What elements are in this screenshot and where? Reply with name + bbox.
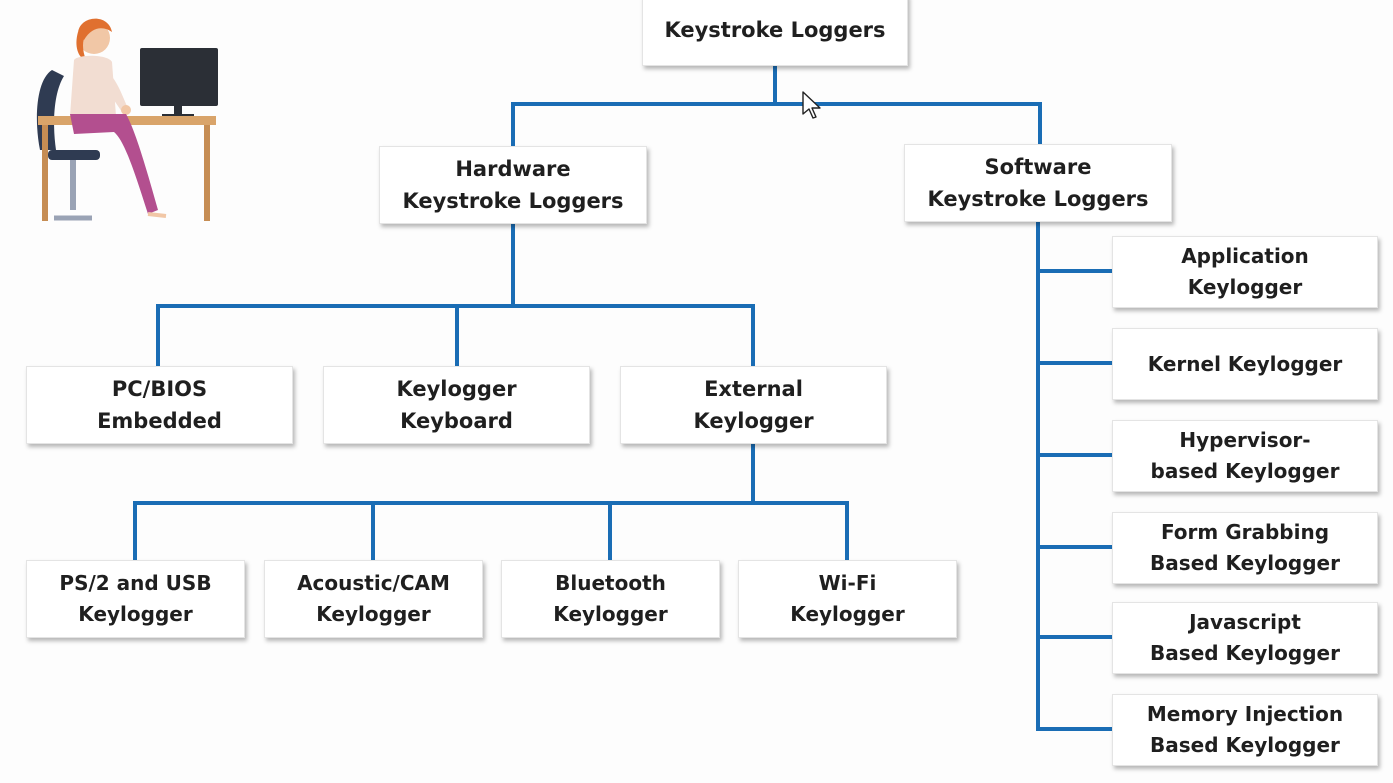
node-label-line: Based Keylogger	[1150, 641, 1340, 665]
node-label: Keystroke Loggers	[664, 14, 885, 46]
kernel-keylogger-node: Kernel Keylogger	[1112, 328, 1378, 400]
node-label-line: Keylogger	[790, 602, 905, 626]
node-label-line: Keylogger	[1187, 275, 1303, 299]
node-label-line: Acoustic/CAM	[297, 571, 450, 595]
node-label-line: Keylogger	[553, 602, 668, 626]
node-label-line: Wi-Fi	[818, 571, 877, 595]
node-label: Acoustic/CAM Keylogger	[297, 568, 450, 630]
node-label-line: Software	[984, 155, 1092, 179]
node-label-line: Keylogger	[693, 409, 814, 433]
root-node: Keystroke Loggers	[642, 0, 908, 66]
pc-bios-embedded-node: PC/BIOS Embedded	[26, 366, 293, 444]
node-label-line: Hardware	[455, 157, 571, 181]
acoustic-cam-keylogger-node: Acoustic/CAM Keylogger	[264, 560, 483, 638]
node-label-line: PC/BIOS	[111, 377, 208, 401]
node-label: PC/BIOS Embedded	[97, 373, 222, 437]
node-label: Hypervisor-based Keylogger	[1151, 425, 1340, 487]
node-label-line: based Keylogger	[1150, 459, 1340, 483]
node-label-line: Bluetooth	[555, 571, 666, 595]
node-label-line: Javascript	[1189, 610, 1301, 634]
node-label-line: Keystroke Loggers	[664, 18, 886, 42]
mouse-pointer-icon	[802, 91, 821, 119]
node-label-line: Keyboard	[400, 409, 513, 433]
node-label-line: Keylogger	[78, 602, 193, 626]
node-label-line: External	[704, 377, 803, 401]
node-label-line: Embedded	[97, 409, 222, 433]
hypervisor-based-keylogger-node: Hypervisor-based Keylogger	[1112, 420, 1378, 492]
node-label-line: Kernel Keylogger	[1147, 351, 1343, 376]
node-label-line: Keylogger	[316, 602, 431, 626]
node-label-line: PS/2 and USB	[59, 571, 212, 595]
node-label: Kernel Keylogger	[1148, 349, 1343, 380]
person-at-computer-illustration	[36, 18, 218, 221]
node-label-line: Based Keylogger	[1150, 733, 1340, 757]
node-label-line: Memory Injection	[1146, 702, 1344, 726]
node-label-line: Keystroke Loggers	[402, 189, 624, 213]
node-label-line: Hypervisor-	[1179, 428, 1311, 452]
node-label-line: Based Keylogger	[1150, 551, 1340, 575]
node-label-line: Keystroke Loggers	[927, 187, 1149, 211]
ps2-usb-keylogger-node: PS/2 and USB Keylogger	[26, 560, 245, 638]
node-label: PS/2 and USB Keylogger	[59, 568, 211, 630]
node-label-line: Keylogger	[396, 377, 517, 401]
node-label-line: Application	[1181, 244, 1309, 268]
node-label-line: Form Grabbing	[1160, 520, 1330, 544]
